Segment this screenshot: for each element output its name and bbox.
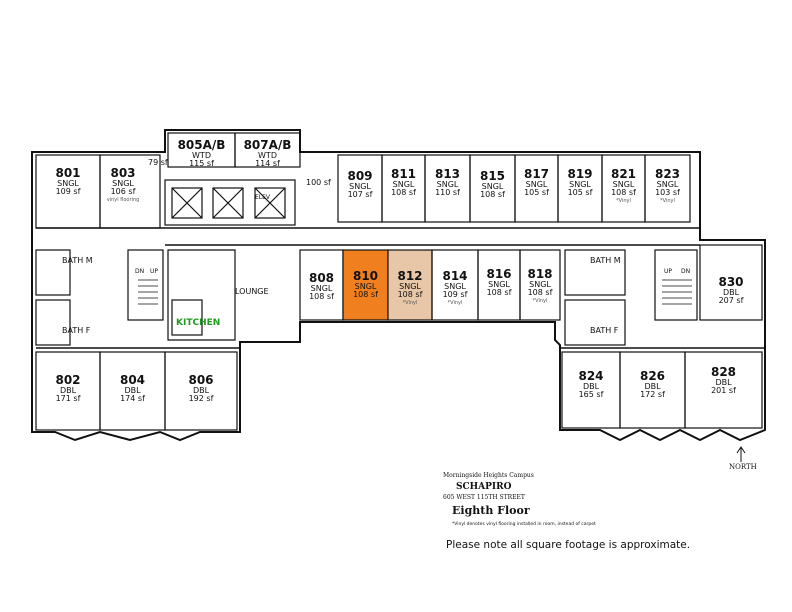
stair-right-dn: DN [681, 268, 691, 275]
bath-m-left-label: BATH M [62, 256, 93, 265]
elevator-label: ELEV [255, 194, 271, 201]
bath-m-right-label: BATH M [590, 256, 621, 265]
stair-right-up: UP [664, 268, 673, 275]
bath-f-right-label: BATH F [590, 326, 619, 335]
address-label: 605 WEST 115TH STREET [443, 494, 525, 501]
kitchen-label: KITCHEN [176, 318, 221, 328]
hall-79-label: 79 sf [148, 158, 168, 167]
building-name: SCHAPIRO [456, 482, 512, 492]
hall-100-label: 100 sf [306, 178, 331, 187]
vinyl-note: *Vinyl denotes vinyl flooring installed … [452, 522, 596, 527]
floor-title: Eighth Floor [452, 504, 530, 517]
campus-label: Morningside Heights Campus [443, 472, 534, 479]
disclaimer: Please note all square footage is approx… [446, 539, 691, 551]
bath-f-left-label: BATH F [62, 326, 91, 335]
north-label: NORTH [729, 463, 757, 471]
elevator-icon [171, 187, 286, 219]
stair-left-up: UP [150, 268, 159, 275]
lounge-label: LOUNGE [235, 287, 269, 296]
stair-left-dn: DN [135, 268, 145, 275]
north-arrow-icon [736, 446, 746, 462]
